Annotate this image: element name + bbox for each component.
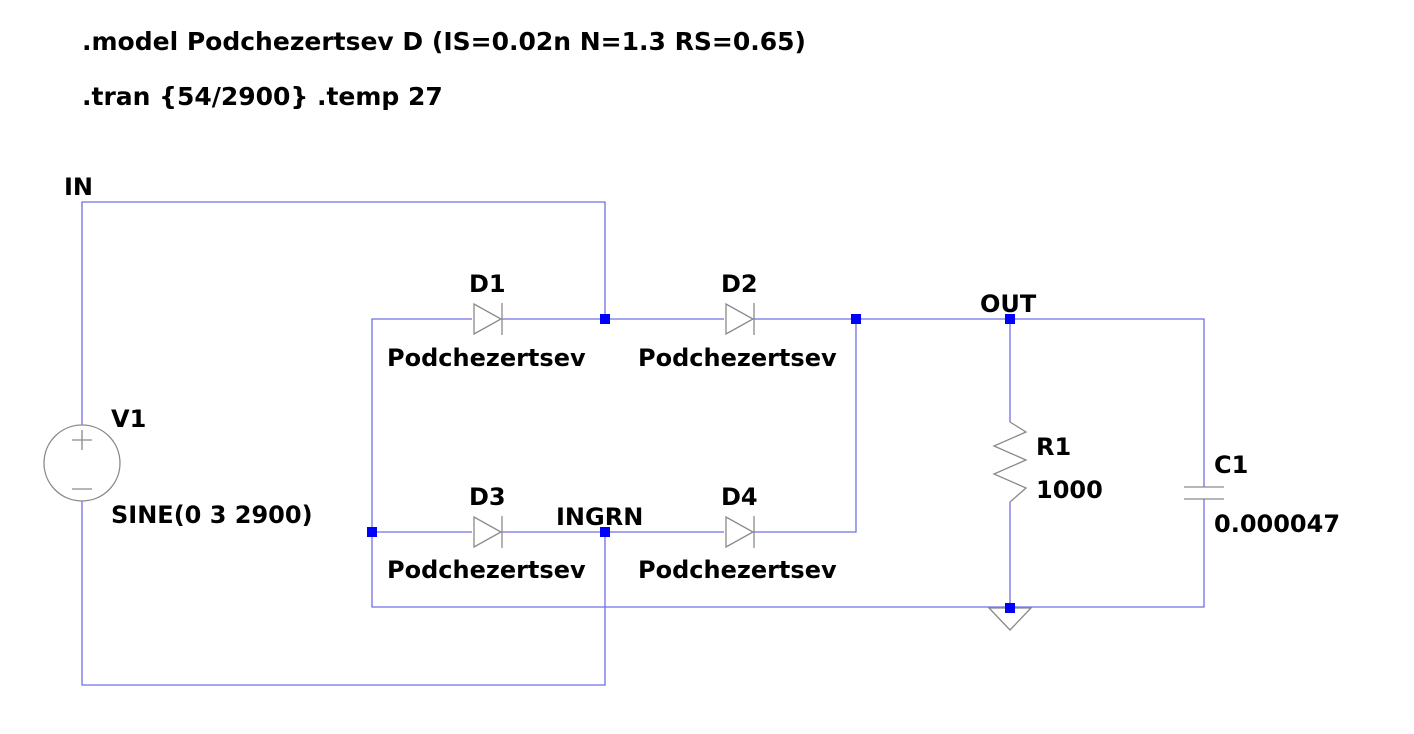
- r1-symbol[interactable]: [992, 421, 1028, 503]
- d4-model[interactable]: Podchezertsev: [638, 556, 837, 584]
- junction-dot: [600, 527, 610, 537]
- diode-icon: [473, 515, 503, 549]
- c1-name[interactable]: C1: [1214, 451, 1248, 479]
- junction-dot: [1005, 603, 1015, 613]
- wire-in-top[interactable]: [81, 201, 606, 425]
- wires: [81, 201, 1205, 686]
- d1-name[interactable]: D1: [469, 270, 506, 298]
- diode-icon: [725, 302, 755, 336]
- d3-model[interactable]: Podchezertsev: [387, 556, 586, 584]
- net-label-out[interactable]: OUT: [980, 290, 1037, 318]
- d3-symbol[interactable]: [473, 515, 503, 549]
- wire-left-rail[interactable]: [371, 318, 472, 532]
- r1-value[interactable]: 1000: [1036, 476, 1103, 504]
- d1-model[interactable]: Podchezertsev: [387, 344, 586, 372]
- wire-c1-gnd[interactable]: [371, 499, 1205, 608]
- c1-symbol[interactable]: [1184, 486, 1224, 500]
- junctions: [367, 314, 1015, 613]
- d2-model[interactable]: Podchezertsev: [638, 344, 837, 372]
- junction-dot: [1005, 314, 1015, 324]
- junction-dot: [367, 527, 377, 537]
- wire-out-c1[interactable]: [1010, 318, 1205, 487]
- v1-source-symbol[interactable]: [43, 424, 121, 502]
- d3-name[interactable]: D3: [469, 483, 506, 511]
- model-directive[interactable]: .model Podchezertsev D (IS=0.02n N=1.3 R…: [82, 27, 806, 56]
- d1-symbol[interactable]: [473, 302, 503, 336]
- v1-name[interactable]: V1: [111, 405, 146, 433]
- diode-icon: [725, 515, 755, 549]
- c1-value[interactable]: 0.000047: [1214, 510, 1340, 538]
- r1-name[interactable]: R1: [1036, 433, 1071, 461]
- d2-symbol[interactable]: [725, 302, 755, 336]
- resistor-icon: [992, 421, 1028, 503]
- junction-dot: [851, 314, 861, 324]
- v1-value[interactable]: SINE(0 3 2900): [111, 501, 313, 529]
- diode-icon: [473, 302, 503, 336]
- tran-directive[interactable]: .tran {54/2900} .temp 27: [82, 82, 443, 111]
- wire-right-rail[interactable]: [754, 319, 857, 533]
- d4-symbol[interactable]: [725, 515, 755, 549]
- net-label-in[interactable]: IN: [64, 173, 93, 201]
- wire-v1-bottom[interactable]: [81, 501, 606, 686]
- junction-dot: [600, 314, 610, 324]
- sine-source-icon: [43, 424, 121, 502]
- net-label-ingrn[interactable]: INGRN: [556, 503, 643, 531]
- d2-name[interactable]: D2: [721, 270, 758, 298]
- d4-name[interactable]: D4: [721, 483, 758, 511]
